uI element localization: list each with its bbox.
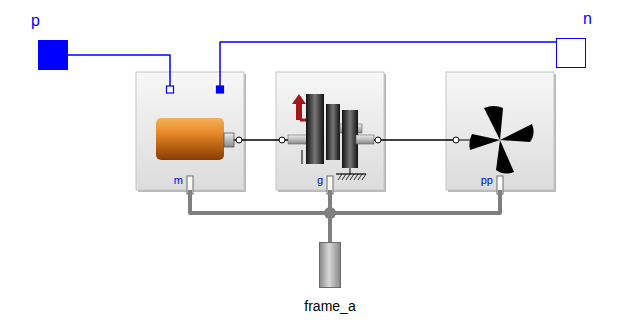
component-box [136,72,556,192]
positive-pin: p [38,40,68,70]
electric-port [167,72,224,93]
shaft-connection [244,139,276,141]
pin-label: n [583,11,592,27]
propeller-box: pp [446,72,554,190]
frame-connector: frame_a [319,242,341,288]
comp-label: g [317,175,323,186]
shaft-connection [384,139,446,141]
frame-connection [330,190,500,242]
propeller-symbol [446,106,534,174]
pin-label: p [31,13,40,29]
negative-pin: n [556,38,586,68]
comp-label: pp [481,175,493,186]
frame-connection [190,190,330,242]
gear-box: g [276,72,384,190]
motor-box: m [136,72,244,190]
electric-wire [220,42,556,72]
comp-label: m [174,175,183,186]
frame-label: frame_a [304,299,355,313]
ground-hatch [338,174,366,180]
electric-wire [68,55,170,72]
junction-dot [324,207,336,219]
frame-pin [187,176,503,194]
gear-symbol [276,94,384,174]
motor-symbol [156,118,244,160]
